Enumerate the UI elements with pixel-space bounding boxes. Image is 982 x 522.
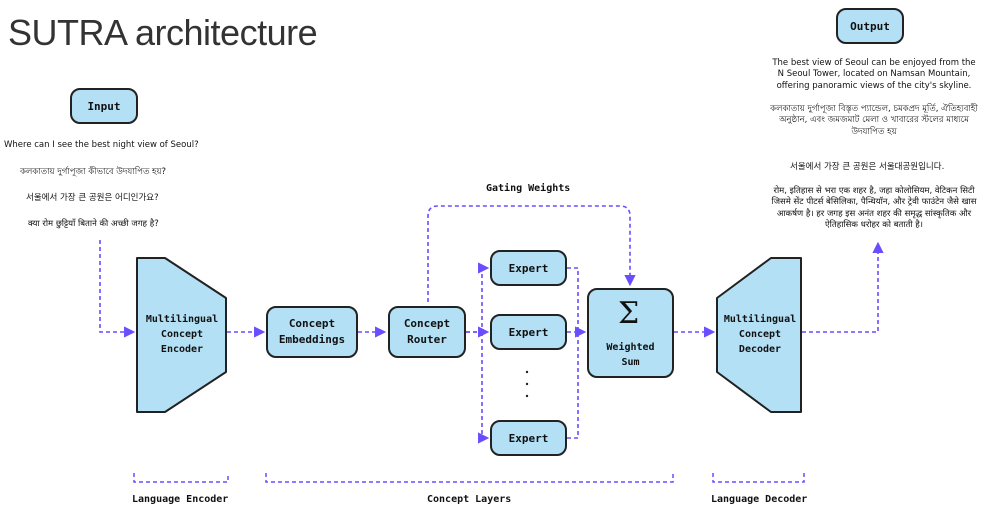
- gating-arrow: [427, 205, 636, 302]
- sigma-icon: Σ: [618, 296, 640, 331]
- encoder-label: Multilingual Concept Encoder: [145, 314, 219, 355]
- expert-1-to-sum-arrow: [567, 267, 579, 332]
- weighted-sum-label: Weighted Sum: [606, 342, 655, 368]
- concept-embeddings-box: Concept Embeddings: [266, 306, 358, 358]
- router-to-expert-1-arrow: [466, 262, 490, 333]
- output-text-3: 서울에서 가장 큰 공원은 서울대공원입니다.: [790, 162, 945, 172]
- output-text-1: The best view of Seoul can be enjoyed fr…: [772, 58, 976, 91]
- decoder-shape: [716, 257, 802, 413]
- language-encoder-bracket: [133, 473, 229, 483]
- flow-arrows: [99, 205, 884, 444]
- expert-box-3: Expert: [490, 420, 567, 456]
- expert-3-to-sum-arrow: [567, 332, 579, 439]
- output-arrow: [802, 241, 884, 333]
- expert-box-1: Expert: [490, 250, 567, 286]
- expert-ellipsis: [525, 370, 529, 398]
- concept-router-box: Concept Router: [388, 306, 466, 358]
- output-text-4: रोम, इतिहास से भरा एक शहर है, जहा कोलोसि…: [771, 186, 977, 231]
- concept-layers-bracket: [265, 473, 674, 483]
- group-brackets: [133, 473, 805, 483]
- router-to-expert-3-arrow: [478, 332, 490, 444]
- input-pill: Input: [70, 88, 138, 124]
- expert-box-2: Expert: [490, 314, 567, 350]
- output-pill: Output: [836, 8, 904, 44]
- input-text-1: Where can I see the best night view of S…: [4, 140, 199, 150]
- gating-weights-label: Gating Weights: [486, 183, 571, 194]
- output-text-2: কলকাতায় দুর্গাপূজা বিস্তৃত প্যান্ডেল, চ…: [770, 104, 978, 137]
- concept-layers-label: Concept Layers: [427, 494, 512, 505]
- input-text-4: क्या रोम छुट्टियाँ बिताने की अच्छी जगह ह…: [28, 219, 159, 229]
- input-arrow: [99, 240, 136, 338]
- diagram-title: SUTRA architecture: [8, 12, 318, 53]
- language-decoder-label: Language Decoder: [711, 494, 808, 505]
- input-text-2: কলকাতায় দুর্গাপূজা কীভাবে উদযাপিত হয়?: [20, 167, 167, 177]
- language-encoder-label: Language Encoder: [132, 494, 229, 505]
- decoder-label: Multilingual Concept Decoder: [723, 314, 797, 355]
- input-text-3: 서울에서 가장 큰 공원은 어디인가요?: [26, 193, 159, 203]
- encoder-shape: [136, 257, 227, 413]
- weighted-sum-box: [587, 288, 674, 378]
- language-decoder-bracket: [712, 473, 805, 483]
